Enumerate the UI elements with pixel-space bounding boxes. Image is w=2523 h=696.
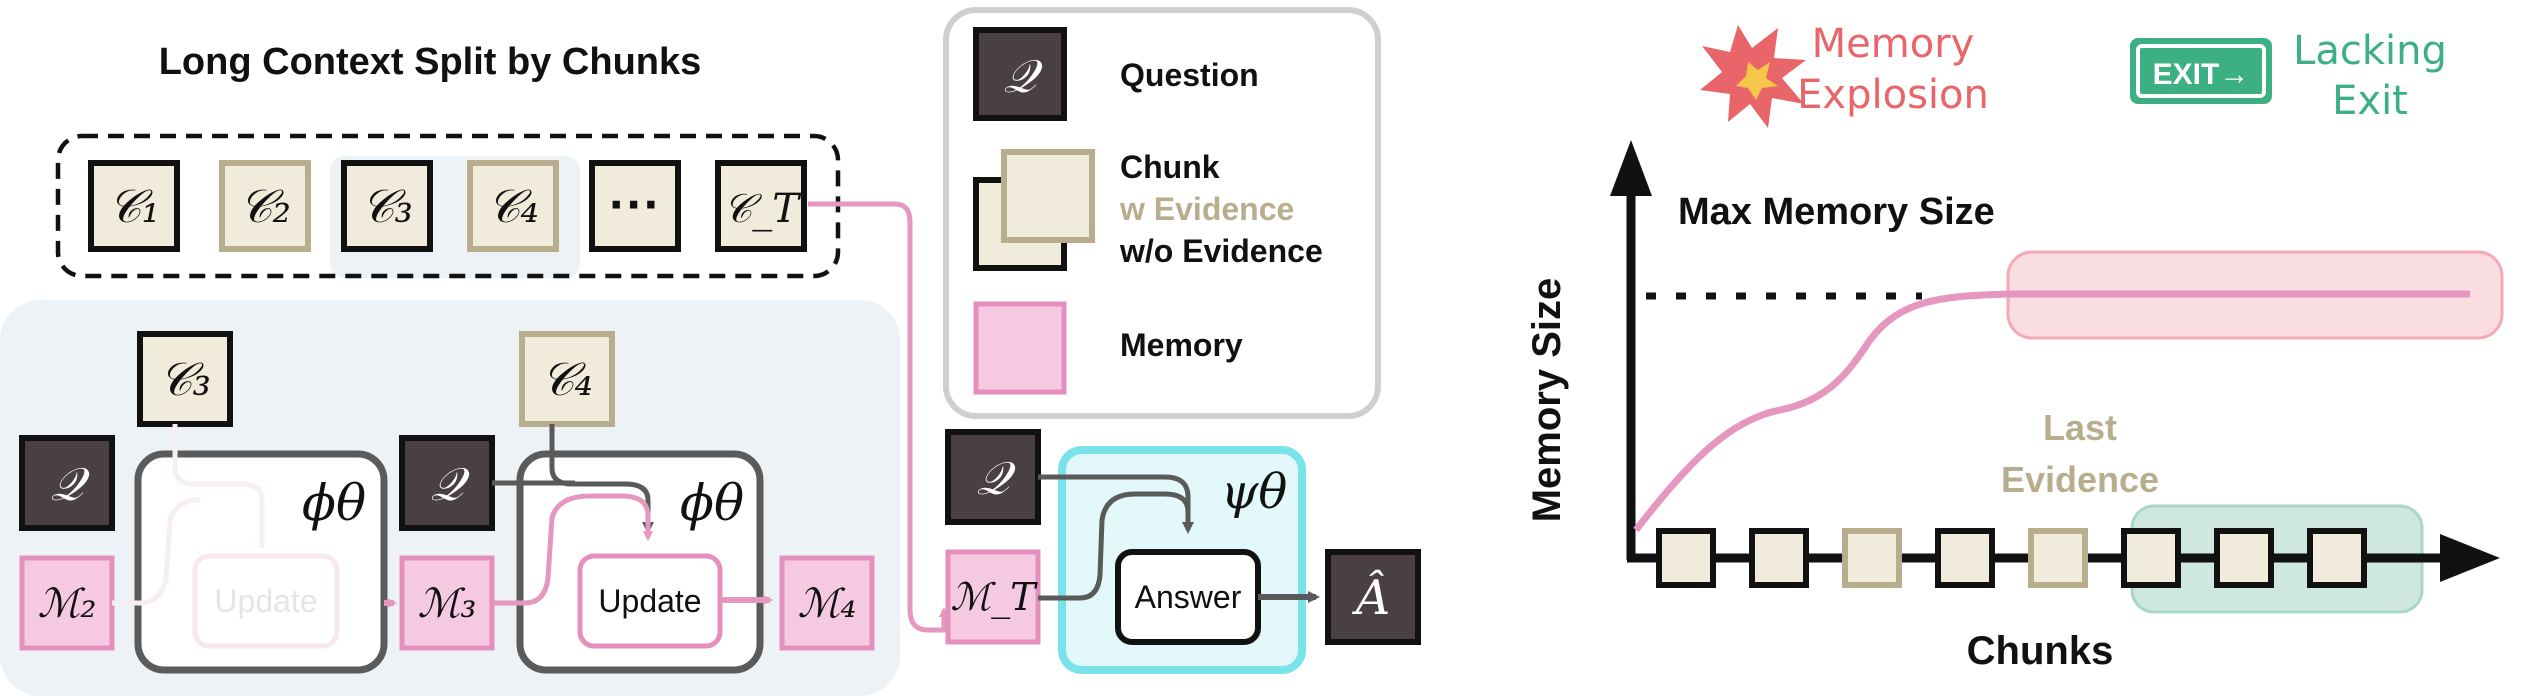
phi-label-2: ϕθ — [680, 474, 744, 532]
chunk-c3-input: 𝒞₃ — [137, 331, 233, 427]
legend-with-evidence: w Evidence — [1119, 191, 1294, 227]
question-box-1: 𝒬 — [19, 435, 115, 531]
legend-question-label: Question — [1120, 57, 1259, 93]
phi-label-1: ϕθ — [302, 474, 366, 532]
legend-memory-label: Memory — [1120, 327, 1243, 363]
plot-chunk — [1749, 528, 1809, 588]
flow-m3-to-update — [492, 493, 653, 606]
x-axis-arrowhead — [2440, 534, 2500, 582]
chunk-c4-input: 𝒞₄ — [519, 331, 615, 427]
exit-sign-text: EXIT→ — [2153, 58, 2250, 91]
question-box-3: 𝒬 — [945, 429, 1041, 525]
memory-mt-label: ℳ_T — [951, 575, 1039, 620]
flow-faded-c3 — [172, 424, 265, 548]
explosion-label-line2: Explosion — [1797, 72, 1989, 118]
legend-without-evidence: w/o Evidence — [1119, 233, 1323, 269]
chunk-c1: 𝒞₁ — [88, 160, 180, 252]
section-title: Long Context Split by Chunks — [159, 41, 702, 83]
last-evidence-line1: Last — [2043, 407, 2117, 448]
flow-q-to-answer — [1038, 474, 1194, 534]
plot-chunk-evidence — [2028, 528, 2088, 588]
x-axis-label: Chunks — [1967, 629, 2114, 673]
max-memory-label: Max Memory Size — [1678, 191, 1995, 233]
plot-chunk-evidence — [1842, 528, 1902, 588]
lacking-exit-line1: Lacking — [2293, 28, 2447, 74]
lacking-exit-line2: Exit — [2332, 78, 2408, 124]
flow-faded-m2 — [112, 497, 201, 606]
chunk-c4-label: 𝒞₄ — [487, 179, 539, 233]
answer-box: Answer — [1115, 549, 1261, 645]
answer-section: ψθ 𝒬 ℳ_T Answer Â — [945, 429, 1421, 674]
plot-chunk — [2307, 528, 2367, 588]
chunk-c2-label: 𝒞₂ — [239, 179, 291, 233]
update-faded-label: Update — [214, 583, 317, 619]
chunk-c1-label: 𝒞₁ — [108, 179, 160, 233]
chunk-ct: 𝒞_T — [715, 160, 807, 252]
chunk-c4: 𝒞₄ — [467, 160, 559, 252]
plot-chunk — [1935, 528, 1995, 588]
legend-chunk-swatch — [973, 149, 1095, 271]
chunk-ellipsis-label: ··· — [609, 176, 661, 234]
last-evidence-line2: Evidence — [2001, 459, 2159, 500]
memory-m3: ℳ₃ — [399, 555, 495, 651]
flow-c4-to-update — [549, 424, 654, 534]
memory-m4-label: ℳ₄ — [798, 581, 857, 627]
exit-sign-icon: EXIT→ — [2130, 38, 2272, 104]
explosion-label-line1: Memory — [1812, 21, 1975, 67]
plot-chunk — [2121, 528, 2181, 588]
memory-mt: ℳ_T — [945, 549, 1041, 645]
update-box-faded: Update — [192, 553, 340, 649]
memory-update-section: ϕθ Update 𝒞₃ 𝒬 ℳ₂ ℳ₃ ϕθ — [0, 300, 900, 696]
memory-plot: Memory Explosion EXIT→ Lacking Exit Max … — [1525, 21, 2504, 673]
memory-m2: ℳ₂ — [19, 555, 115, 651]
chunk-c3-input-label: 𝒞₃ — [159, 352, 211, 406]
chunk-c3: 𝒞₃ — [341, 160, 433, 252]
legend-question-swatch: 𝒬 — [973, 27, 1067, 121]
y-axis-arrowhead — [1610, 140, 1652, 196]
psi-label: ψθ — [1221, 464, 1288, 520]
chunk-ellipsis: ··· — [589, 160, 681, 252]
flow-mt-to-answer — [1038, 491, 1191, 601]
memory-m3-label: ℳ₃ — [418, 581, 477, 627]
y-axis-label: Memory Size — [1525, 278, 1569, 523]
plot-chunk — [1656, 528, 1716, 588]
memory-curve — [1633, 290, 2470, 533]
chunk-c2: 𝒞₂ — [219, 160, 311, 252]
answer-output: Â — [1325, 549, 1421, 645]
legend-memory-swatch — [973, 301, 1067, 395]
memory-m2-label: ℳ₂ — [38, 581, 97, 627]
legend-chunk-label: Chunk — [1120, 149, 1220, 185]
question-box-2: 𝒬 — [399, 435, 495, 531]
plot-chunk — [2214, 528, 2274, 588]
legend: 𝒬 Question Chunk w Evidence w/o Evidence… — [943, 7, 1381, 419]
update-box: Update — [577, 553, 723, 649]
long-context-section: Long Context Split by Chunks 𝒞₁ 𝒞₂ 𝒞₃ 𝒞₄… — [55, 41, 949, 633]
answer-output-symbol: Â — [1352, 569, 1391, 626]
flow-ct-to-mt — [808, 201, 949, 633]
memory-m4: ℳ₄ — [779, 555, 875, 651]
answer-label: Answer — [1135, 579, 1242, 615]
chunk-c4-input-label: 𝒞₄ — [541, 352, 593, 406]
explosion-icon — [1700, 25, 1806, 128]
chunk-row — [1656, 528, 2367, 588]
update-label: Update — [598, 583, 701, 619]
chunk-ct-label: 𝒞_T — [723, 186, 802, 232]
chunk-c3-label: 𝒞₃ — [361, 179, 413, 233]
